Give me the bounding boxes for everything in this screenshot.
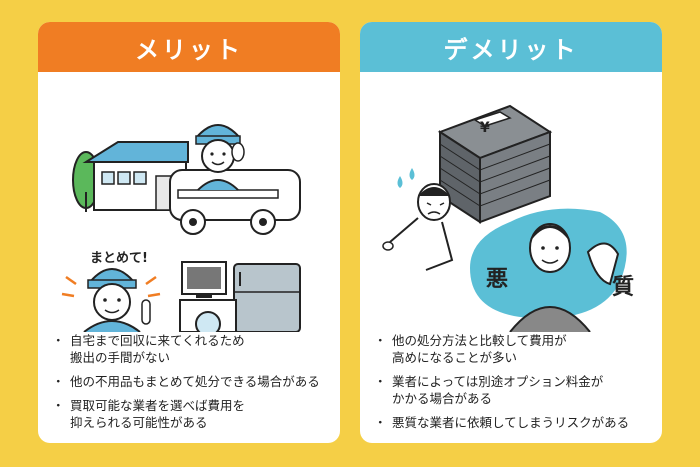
demerit-illustration: ¥ xyxy=(360,72,662,332)
demerit-point-3: 悪質な業者に依頼してしまうリスクがある xyxy=(374,414,662,431)
merit-callout: まとめて! xyxy=(90,251,148,266)
merit-illustration: まとめて! xyxy=(38,72,340,332)
money-stack-icon: ¥ xyxy=(437,104,553,224)
truck-icon xyxy=(169,169,301,235)
demerit-illustration-svg: ¥ xyxy=(382,104,634,332)
kanji-bad: 悪 xyxy=(486,267,508,292)
fridge-icon xyxy=(233,263,301,332)
merit-point-2: 他の不用品もまとめて処分できる場合がある xyxy=(52,373,340,390)
shady-man-icon xyxy=(509,223,620,332)
merit-point-1: 自宅まで回収に来てくれるため 搬出の手間がない xyxy=(52,332,340,366)
driver-worker-icon xyxy=(195,124,245,191)
merit-points: 自宅まで回収に来てくれるため 搬出の手間がない 他の不用品もまとめて処分できる場… xyxy=(38,332,340,431)
merit-card: メリット xyxy=(38,22,340,443)
pointing-worker-icon xyxy=(83,268,151,332)
merit-point-3: 買取可能な業者を選べば費用を 抑えられる可能性がある xyxy=(52,397,340,431)
merit-header: メリット xyxy=(38,22,340,72)
tv-icon xyxy=(181,261,227,298)
demerit-title: デメリット xyxy=(443,35,579,64)
kanji-quality: 質 xyxy=(612,275,634,300)
crushed-man-icon xyxy=(382,183,454,271)
attention-lines-icon xyxy=(61,275,161,298)
washing-machine-icon xyxy=(179,299,237,332)
demerit-point-1: 他の処分方法と比較して費用が 高めになることが多い xyxy=(374,332,662,366)
demerit-points: 他の処分方法と比較して費用が 高めになることが多い 業者によっては別途オプション… xyxy=(360,332,662,431)
demerit-card: デメリット ¥ xyxy=(360,22,662,443)
sweat-drops-icon xyxy=(397,168,415,188)
merit-illustration-svg: まとめて! xyxy=(61,124,301,332)
merit-title: メリット xyxy=(135,35,243,64)
demerit-header: デメリット xyxy=(360,22,662,72)
yen-mark: ¥ xyxy=(480,120,490,136)
demerit-point-2: 業者によっては別途オプション料金が かかる場合がある xyxy=(374,373,662,407)
